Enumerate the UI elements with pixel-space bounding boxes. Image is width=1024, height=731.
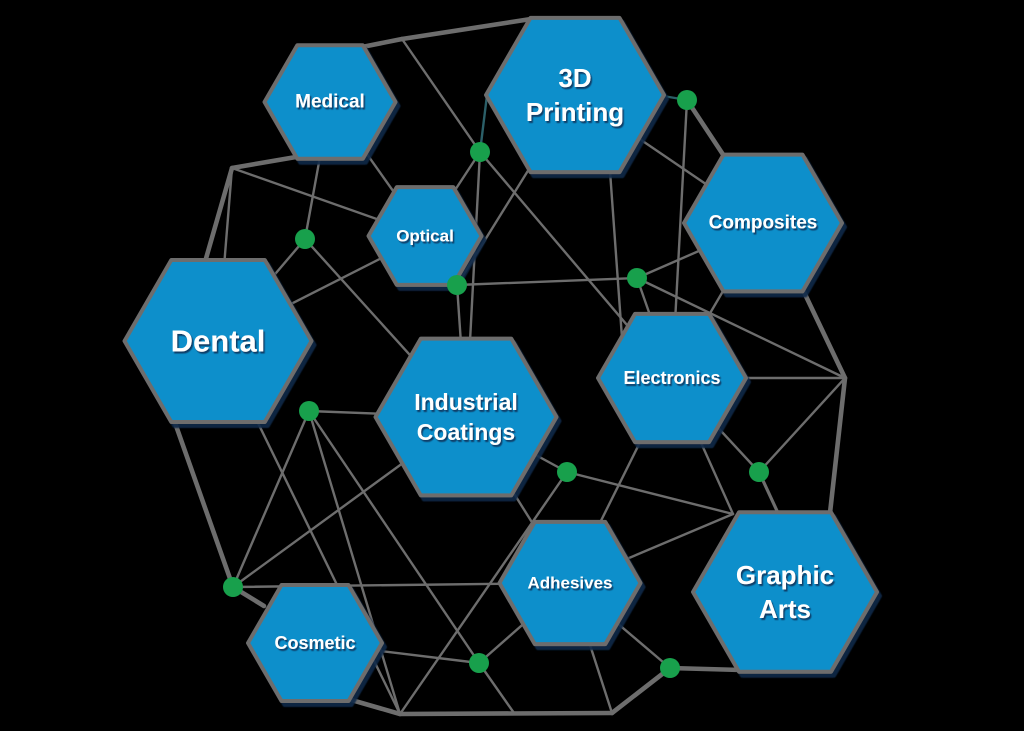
label-adhesives: Adhesives — [527, 574, 612, 593]
hexagon-adhesives — [497, 519, 643, 647]
label-dental: Dental — [171, 324, 266, 359]
connector-dot-d4 — [447, 275, 467, 295]
hexagon-composites — [682, 152, 844, 294]
hexagon-medical — [262, 43, 398, 161]
connector-dot-d7 — [557, 462, 577, 482]
hexagon-graphic — [691, 510, 879, 674]
edge-d11-ga_bl — [667, 665, 744, 673]
labels-layer: Medical 3D PrintingCompositesOpticalDental… — [171, 63, 835, 653]
label-line-composites-0: Composites — [709, 213, 818, 234]
label-line-dental-0: Dental — [171, 324, 266, 359]
hexagon-printing — [484, 15, 666, 175]
edge-d10-bot_t — [477, 661, 516, 715]
edge-j3-comp_br — [800, 287, 848, 381]
edge-d4-d5 — [455, 276, 639, 287]
hexagon-coatings — [373, 336, 559, 498]
edge-comp_tl-d2 — [684, 97, 727, 159]
edge-dent_bl-d9 — [171, 417, 236, 590]
label-line-electronics-0: Electronics — [623, 368, 720, 388]
connector-dots-layer — [223, 90, 769, 678]
label-line-cosmetic-0: Cosmetic — [274, 633, 355, 653]
edge-d8-j3 — [757, 376, 847, 474]
label-medical: Medical — [295, 92, 365, 113]
connector-dot-d9 — [223, 577, 243, 597]
edge-cos_br-j5 — [345, 696, 403, 717]
edge-med_bl-j2 — [229, 154, 299, 171]
hexagon-electronics — [596, 311, 748, 445]
label-line-adhesives-0: Adhesives — [527, 574, 612, 593]
edge-j4-d11 — [609, 665, 673, 716]
connector-dot-d11 — [660, 658, 680, 678]
connector-dot-d8 — [749, 462, 769, 482]
edge-j1-p3d_tl — [399, 16, 534, 42]
edge-j6-d7 — [565, 470, 735, 516]
label-line-graphic-0: Graphic — [736, 560, 834, 590]
connector-dot-d3 — [295, 229, 315, 249]
hexagons-layer — [122, 15, 879, 703]
label-line-coatings-1: Coatings — [417, 419, 515, 445]
connector-dot-d5 — [627, 268, 647, 288]
connector-dot-d1 — [470, 142, 490, 162]
hexagon-cosmetic — [246, 583, 384, 703]
connector-dot-d6 — [299, 401, 319, 421]
label-line-printing-0: 3D — [558, 63, 591, 93]
label-line-optical-0: Optical — [396, 227, 454, 246]
label-printing: 3D Printing — [526, 63, 624, 127]
edge-j2-dent_top — [202, 165, 235, 265]
edge-d6-d10 — [307, 409, 481, 665]
edge-j1-d1 — [400, 37, 482, 154]
edge-ga_tr-j3 — [827, 375, 848, 516]
edge-d7-j5 — [398, 470, 569, 716]
edge-j5-j4 — [397, 710, 615, 717]
hexagon-optical — [366, 185, 484, 287]
edge-med_tr-j1 — [359, 36, 405, 50]
label-line-graphic-1: Arts — [759, 594, 811, 624]
label-cosmetic: Cosmetic — [274, 633, 355, 653]
edge-d5-j3 — [635, 276, 847, 380]
connector-dot-d10 — [469, 653, 489, 673]
label-line-medical-0: Medical — [295, 92, 365, 113]
hexagon-dental — [122, 258, 314, 424]
label-composites: Composites — [709, 213, 818, 234]
label-optical: Optical — [396, 227, 454, 246]
label-line-coatings-0: Industrial — [414, 389, 518, 415]
edge-d6-j5 — [307, 409, 402, 716]
connector-dot-d2 — [677, 90, 697, 110]
label-line-printing-1: Printing — [526, 97, 624, 127]
edge-d9-d6 — [231, 409, 311, 589]
edge-p3d_b-elec_ul — [608, 169, 624, 340]
label-electronics: Electronics — [623, 368, 720, 388]
